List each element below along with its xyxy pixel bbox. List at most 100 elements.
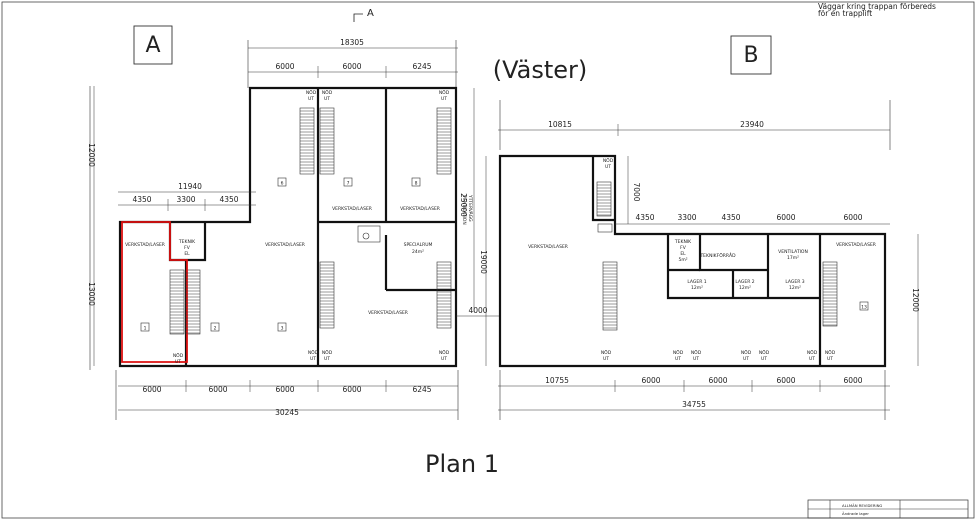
dim-b-bottom-1: 10755 bbox=[545, 376, 569, 385]
dim-b-row-4: 6000 bbox=[776, 213, 795, 222]
room-b-large-label: VERKSTAD/LASER bbox=[528, 244, 568, 250]
dim-a-bottom-2: 6000 bbox=[208, 385, 227, 394]
dim-b-row-1: 4350 bbox=[635, 213, 654, 222]
room-a3-label: VERKSTAD/LASER bbox=[368, 310, 408, 316]
teknik-b-label: TEKNIK bbox=[674, 239, 692, 245]
teknik-a-fv: FV bbox=[184, 245, 191, 251]
exit-a-top-3b: UT bbox=[441, 96, 447, 102]
building-b-box bbox=[730, 35, 772, 75]
ventilation-b-label: VENTILATION bbox=[778, 249, 808, 255]
exit-a-top-1: NÖD bbox=[306, 89, 317, 96]
exit-a-b1: NÖD bbox=[173, 352, 184, 359]
exit-a-top-2: NÖD bbox=[322, 89, 333, 96]
header-note-2: för en trapplift bbox=[818, 9, 872, 18]
exit-b-b3: NÖD bbox=[691, 349, 702, 356]
unit-a-6: 6 bbox=[281, 181, 284, 187]
dim-a-inner-1: 4350 bbox=[132, 195, 151, 204]
teknikforrad-label: TEKNIKFÖRRÅD bbox=[699, 252, 736, 259]
unit-a-2: 2 bbox=[214, 326, 217, 332]
exit-b-top: NÖD bbox=[603, 157, 614, 164]
dim-b-height-1: 19000 bbox=[479, 250, 488, 274]
building-b-label: B bbox=[743, 43, 758, 68]
special-room-area: 24m² bbox=[412, 249, 424, 255]
exit-a-b1b: UT bbox=[175, 359, 181, 365]
plan-title: Plan 1 bbox=[425, 450, 499, 478]
emergency-exits-b: NÖD UT NÖD UT NÖD UT NÖD UT NÖD UT NÖD U… bbox=[601, 157, 836, 362]
dim-a-left-upper: 12000 bbox=[87, 143, 96, 167]
exit-b-b6: NÖD bbox=[807, 349, 818, 356]
exit-a-b4b: UT bbox=[441, 356, 447, 362]
teknik-a-el: EL bbox=[184, 251, 190, 257]
section-arrow-icon bbox=[353, 13, 363, 22]
exit-b-b6b: UT bbox=[809, 356, 815, 362]
dim-a-top-total: 18305 bbox=[340, 38, 364, 47]
title-block: ALLMÄN REVIDERING Ändrade lager bbox=[807, 499, 969, 519]
dim-b-top-1: 10815 bbox=[548, 120, 572, 129]
lager3-area: 12m² bbox=[789, 285, 801, 291]
ventilation-label-1: VENTILATION bbox=[461, 195, 467, 225]
room-b13-label: VERKSTAD/LASER bbox=[836, 242, 876, 248]
unit-a-3: 3 bbox=[281, 326, 284, 332]
exit-a-top-3: NÖD bbox=[439, 89, 450, 96]
exit-b-b2b: UT bbox=[675, 356, 681, 362]
exit-a-b3b: UT bbox=[324, 356, 330, 362]
dim-a-left-lower: 13000 bbox=[87, 282, 96, 306]
exit-a-top-2b: UT bbox=[324, 96, 330, 102]
unit-boxes-a: 1 2 3 6 7 8 bbox=[140, 177, 421, 332]
dim-b-top-2: 23940 bbox=[740, 120, 764, 129]
dim-a-bottom-4: 6000 bbox=[342, 385, 361, 394]
lager1-label: LAGER 1 bbox=[687, 279, 706, 285]
dim-b-row-5: 6000 bbox=[843, 213, 862, 222]
section-marker: A bbox=[367, 8, 374, 19]
unit-a-7: 7 bbox=[347, 181, 350, 187]
exit-a-b2: NÖD bbox=[308, 349, 319, 356]
exit-b-b2: NÖD bbox=[673, 349, 684, 356]
dim-b-right: 12000 bbox=[911, 288, 920, 312]
dim-b-bottom-3: 6000 bbox=[708, 376, 727, 385]
dim-a-top-3: 6245 bbox=[412, 62, 431, 71]
titleblock-1: ALLMÄN REVIDERING bbox=[842, 503, 882, 508]
titleblock-2: Ändrade lager bbox=[842, 511, 869, 516]
dim-b-bottom-4: 6000 bbox=[776, 376, 795, 385]
lager3-label: LAGER 3 bbox=[785, 279, 804, 285]
room-a2-label: VERKSTAD/LASER bbox=[265, 242, 305, 248]
teknik-b-el: EL bbox=[680, 251, 686, 257]
dim-a-inner-3: 4350 bbox=[219, 195, 238, 204]
exit-b-topb: UT bbox=[605, 164, 611, 170]
exit-a-b2b: UT bbox=[310, 356, 316, 362]
dim-b-bottom-2: 6000 bbox=[641, 376, 660, 385]
unit-a-1: 1 bbox=[144, 326, 147, 332]
exit-b-b5: NÖD bbox=[759, 349, 770, 356]
dim-a-bottom-5: 6245 bbox=[412, 385, 431, 394]
lager1-area: 12m² bbox=[691, 285, 703, 291]
exit-b-b4: NÖD bbox=[741, 349, 752, 356]
building-a-label: A bbox=[145, 33, 160, 58]
dim-a-top-1: 6000 bbox=[275, 62, 294, 71]
lager2-label: LAGER 2 bbox=[735, 279, 754, 285]
exit-b-b1: NÖD bbox=[601, 349, 612, 356]
ventilation-label-2: YTTERVÄGG bbox=[467, 194, 474, 222]
dim-b-height-2: 7000 bbox=[632, 182, 641, 201]
exit-b-b1b: UT bbox=[603, 356, 609, 362]
teknik-b-area: 5m² bbox=[678, 257, 687, 263]
dim-b-bottom-5: 6000 bbox=[843, 376, 862, 385]
stair-treads-a bbox=[170, 110, 451, 334]
ventilation-b-area: 17m² bbox=[787, 255, 799, 261]
stairs-b bbox=[596, 181, 838, 331]
grid-lines bbox=[89, 40, 891, 420]
exit-a-b3: NÖD bbox=[322, 349, 333, 356]
highlight-unit-1 bbox=[121, 221, 188, 363]
wing-west-label: (Väster) bbox=[493, 56, 588, 84]
special-room-label: SPECIALRUM bbox=[404, 242, 433, 248]
dim-a-bottom-total: 30245 bbox=[275, 408, 299, 417]
header-note-1: Väggar kring trappan förbereds bbox=[818, 2, 936, 11]
teknik-b-fv: FV bbox=[680, 245, 687, 251]
dimension-lines-b bbox=[485, 124, 919, 411]
dim-a-bottom-3: 6000 bbox=[275, 385, 294, 394]
room-a1-label: VERKSTAD/LASER bbox=[125, 242, 165, 248]
unit-a-8: 8 bbox=[415, 181, 418, 187]
dim-b-row-3: 4350 bbox=[721, 213, 740, 222]
teknik-a-label: TEKNIK bbox=[178, 239, 196, 245]
